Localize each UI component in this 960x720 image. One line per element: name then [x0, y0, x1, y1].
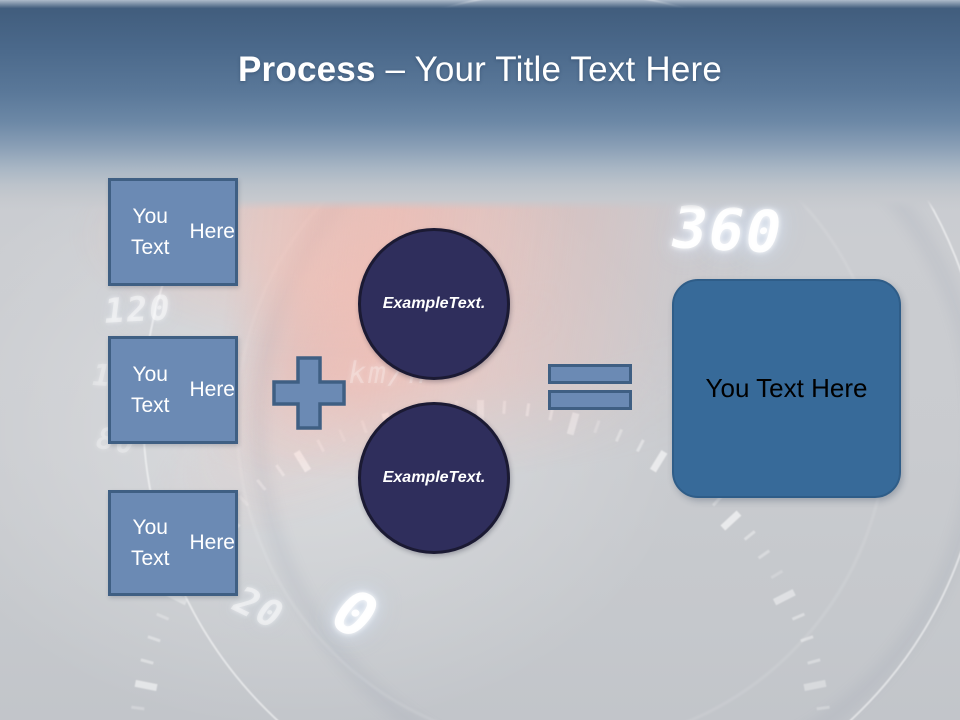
dial-tick	[130, 705, 144, 711]
dial-number-340: 340	[680, 135, 752, 178]
dial-tick	[139, 658, 154, 665]
dial-tick	[566, 412, 579, 436]
equals-bar-top	[548, 364, 632, 384]
dial-tick	[802, 679, 826, 692]
dial-tick	[635, 439, 645, 453]
dial-tick	[806, 658, 821, 665]
dial-tick	[614, 428, 623, 443]
equals-bar-bottom	[548, 390, 632, 410]
plus-operator-icon	[272, 356, 346, 430]
title-separator: –	[375, 50, 415, 89]
dial-tick	[337, 428, 346, 443]
dial-tick	[524, 403, 530, 417]
dial-number-0: 0	[315, 575, 396, 654]
dial-tick	[719, 510, 741, 531]
dial-tick	[769, 569, 783, 580]
dial-tick	[146, 635, 161, 643]
title-emphasis: Process	[238, 50, 376, 89]
dial-tick	[757, 549, 770, 560]
dial-tick	[274, 464, 285, 477]
dial-tick	[816, 705, 830, 711]
dial-tick	[791, 612, 805, 621]
dial-tick	[255, 478, 267, 491]
dial-number-360: 360	[664, 193, 790, 267]
dial-tick	[649, 450, 667, 473]
dial-tick	[772, 589, 796, 606]
dial-tick	[134, 679, 158, 692]
dial-tick	[155, 612, 169, 621]
dial-number-120: 120	[101, 288, 174, 332]
dial-tick	[592, 420, 600, 434]
dial-number-180: 180	[221, 139, 272, 181]
dial-tick	[501, 400, 506, 414]
dial-tick	[360, 420, 368, 434]
dial-tick	[743, 530, 756, 541]
dial-tick	[293, 450, 311, 473]
result-box[interactable]: You Text Here	[672, 279, 901, 498]
slide-title: Process – Your Title Text Here	[0, 50, 960, 90]
title-rest: Your Title Text Here	[414, 50, 722, 89]
plus-icon	[272, 356, 346, 430]
dial-tick	[315, 439, 325, 453]
equals-operator-icon	[548, 364, 632, 410]
dial-tick	[799, 635, 814, 643]
dial-tick	[237, 494, 249, 507]
